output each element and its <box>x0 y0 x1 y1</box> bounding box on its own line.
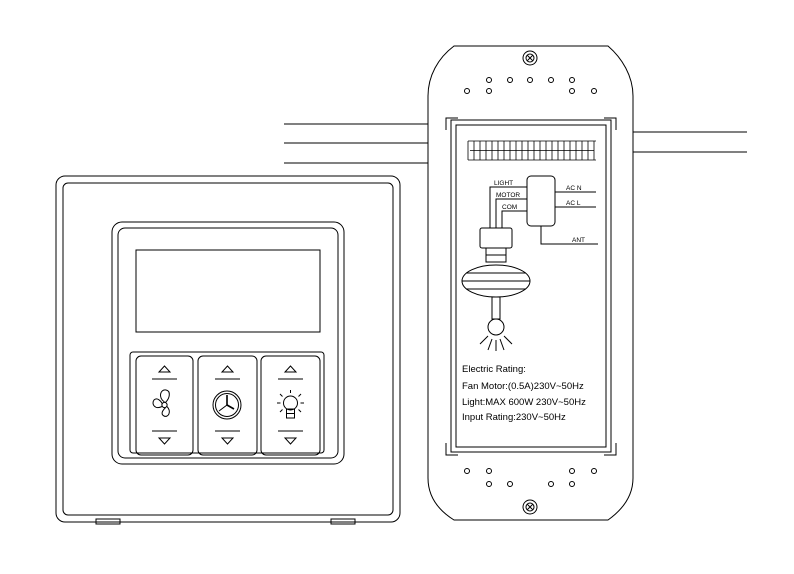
screw-top <box>522 50 538 66</box>
rating-light: Light:MAX 600W 230V~50Hz <box>462 397 586 408</box>
label-ac-l: AC L <box>566 200 581 207</box>
vent-holes-bottom <box>464 468 597 487</box>
timer-button[interactable] <box>197 355 258 456</box>
label-ant: ANT <box>572 237 585 244</box>
label-com: COM <box>502 204 517 211</box>
rating-input: Input Rating:230V~50Hz <box>462 412 566 423</box>
wiring-diagram: LIGHT MOTOR COM AC N AC L ANT <box>461 175 598 351</box>
fan-icon <box>152 389 170 417</box>
light-bulb-icon <box>277 390 304 419</box>
rating-fan-motor: Fan Motor:(0.5A)230V~50Hz <box>462 381 584 392</box>
label-ac-n: AC N <box>566 185 582 192</box>
label-light: LIGHT <box>494 180 513 187</box>
screw-bottom <box>522 499 538 515</box>
wall-controller <box>55 175 401 525</box>
receiver-unit: LIGHT MOTOR COM AC N AC L ANT Electric R… <box>427 45 634 521</box>
ceiling-fan-symbol <box>461 227 531 351</box>
label-header-band <box>467 140 596 161</box>
supply-wires <box>284 123 747 164</box>
label-motor: MOTOR <box>496 192 520 199</box>
label-plate <box>450 119 612 453</box>
light-button[interactable] <box>260 355 321 456</box>
lcd-display <box>135 249 321 333</box>
vent-holes-top <box>464 77 597 94</box>
timer-icon <box>212 390 242 420</box>
fan-speed-button[interactable] <box>135 355 194 456</box>
rating-heading: Electric Rating: <box>462 364 526 375</box>
electric-rating: Electric Rating: Fan Motor:(0.5A)230V~50… <box>462 364 586 423</box>
